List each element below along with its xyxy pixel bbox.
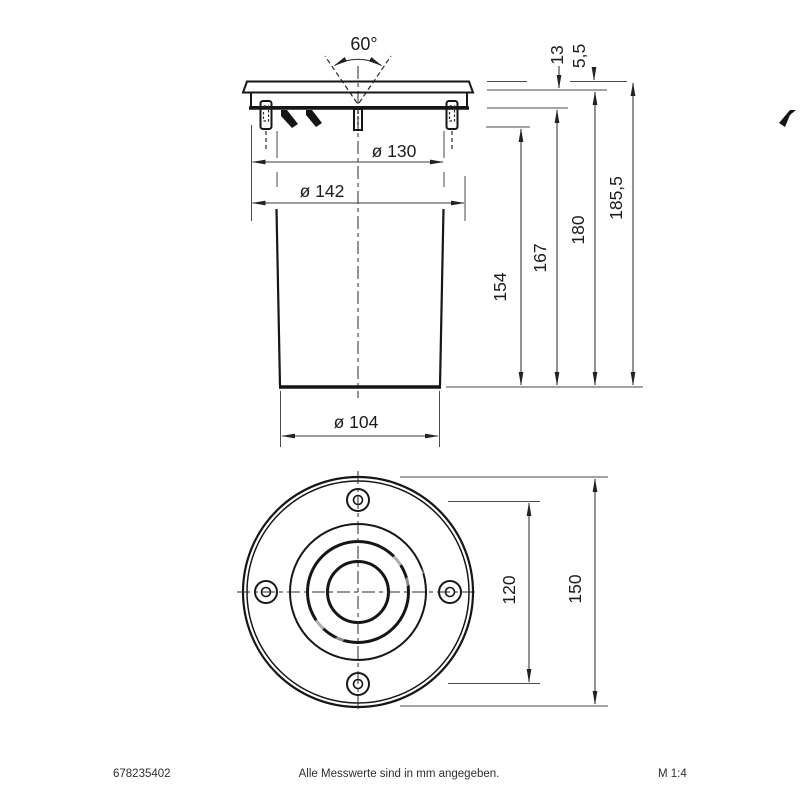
dim-185-5-label: 185,5 — [606, 176, 626, 220]
dim-150-label: 150 — [565, 574, 585, 603]
dim-dia-142: ø 142 — [251, 176, 466, 221]
side-view: 60° — [241, 34, 796, 447]
anchor-claw — [306, 110, 322, 127]
article-number: 678235402 — [113, 768, 171, 780]
footer: 678235402 Alle Messwerte sind in mm ange… — [113, 768, 687, 780]
clip-body — [445, 100, 459, 130]
dim-185-5: 185,5 — [606, 82, 636, 386]
beam-angle-line-right — [358, 55, 392, 104]
dim-13-label: 13 — [547, 45, 567, 64]
front-view: 120 150 — [237, 471, 608, 713]
pot-wall-right — [438, 208, 445, 386]
dim-154-label: 154 — [490, 272, 510, 301]
dim-150: 150 — [565, 478, 598, 705]
clip-body — [259, 100, 273, 130]
dim-5-5: 5,5 — [569, 44, 597, 81]
dim-dia-104: ø 104 — [280, 391, 440, 447]
beam-angle-annotation: 60° — [324, 34, 392, 104]
anchor-claw — [779, 110, 796, 127]
anchor-claw — [281, 110, 298, 128]
dim-13: 13 — [547, 45, 567, 89]
beam-angle-arc — [333, 57, 383, 66]
housing-top — [250, 91, 468, 108]
dim-dia-104-label: ø 104 — [334, 412, 379, 432]
mounting-clip-right — [445, 100, 459, 150]
lamp-pin-body — [353, 108, 363, 131]
dim-167-label: 167 — [530, 243, 550, 272]
dim-dia-130-label: ø 130 — [372, 141, 417, 161]
pot-wall-left — [275, 208, 282, 386]
dim-dia-142-label: ø 142 — [300, 181, 345, 201]
clip-detail — [448, 105, 456, 122]
dim-167: 167 — [530, 109, 560, 386]
clip-detail — [262, 105, 270, 122]
dim-5-5-label: 5,5 — [569, 44, 589, 68]
dim-120-label: 120 — [499, 575, 519, 604]
glass-reflection — [327, 567, 425, 651]
beam-angle-line-left — [324, 55, 358, 104]
dim-154: 154 — [490, 128, 524, 386]
units-note: Alle Messwerte sind in mm angegeben. — [299, 768, 500, 780]
dim-dia-130: ø 130 — [251, 125, 444, 221]
lamp-pin — [353, 108, 363, 131]
mounting-clip-left — [259, 100, 273, 150]
dim-180-label: 180 — [568, 215, 588, 244]
dim-180: 180 — [568, 91, 598, 386]
beam-angle-label: 60° — [350, 34, 377, 54]
scale-label: M 1:4 — [658, 768, 687, 780]
dim-120: 120 — [499, 502, 532, 683]
